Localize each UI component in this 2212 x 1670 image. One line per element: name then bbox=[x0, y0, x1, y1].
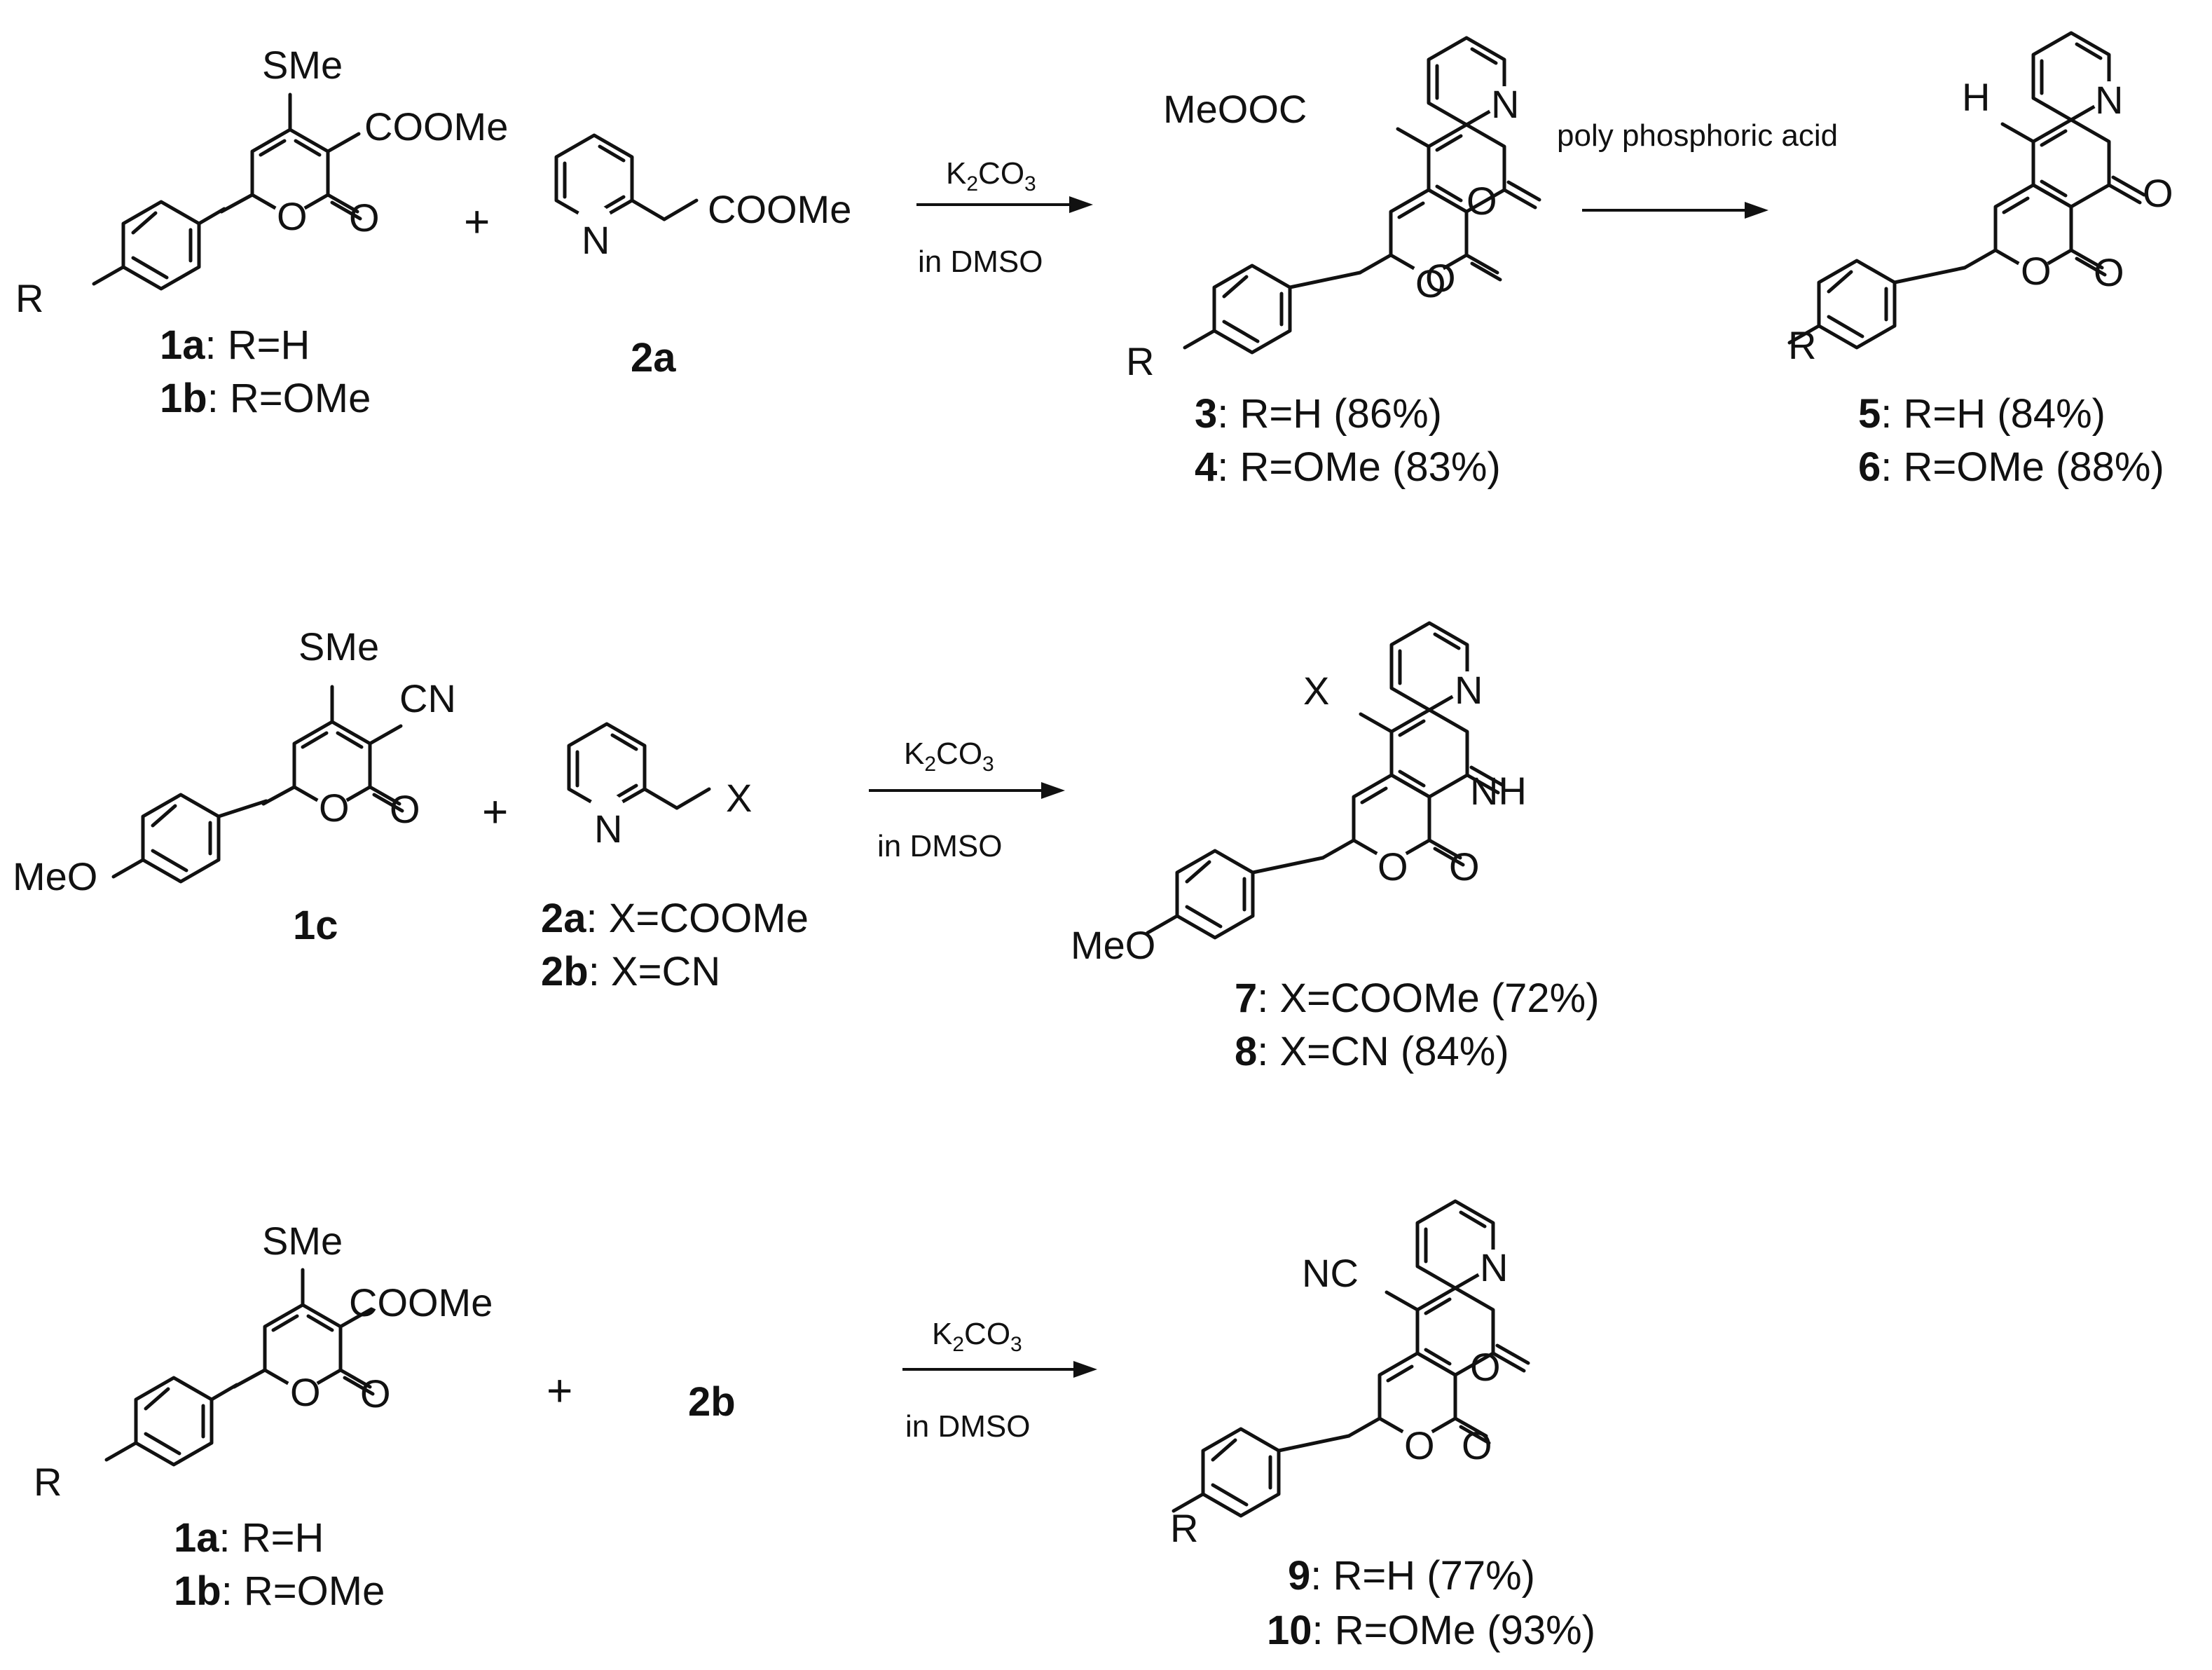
atom-n: N bbox=[2095, 78, 2123, 122]
plus-sign: + bbox=[464, 196, 490, 247]
atom-meo: MeO bbox=[1071, 923, 1155, 967]
atom-carbonyl-o: O bbox=[1425, 256, 1456, 300]
atom-r: R bbox=[15, 276, 43, 320]
compound-7-8-structure: X N NH O O MeO bbox=[1071, 623, 1527, 967]
arrow-3: K2CO3 in DMSO bbox=[869, 737, 1065, 863]
label-3: 3: R=H (86%) bbox=[1195, 391, 1442, 437]
compound-3-4-structure: MeOOC N O O O R bbox=[1126, 38, 1539, 383]
atom-o: O bbox=[2143, 171, 2173, 215]
atom-o: O bbox=[1470, 1345, 1501, 1389]
solvent-dmso: in DMSO bbox=[905, 1409, 1030, 1444]
atom-n: N bbox=[1455, 668, 1483, 712]
label-9: 9: R=H (77%) bbox=[1288, 1553, 1535, 1599]
atom-ring-o: O bbox=[2021, 249, 2052, 293]
reagent-k2co3: K2CO3 bbox=[904, 737, 994, 776]
label-2a: 2a bbox=[631, 335, 676, 381]
atom-r: R bbox=[1788, 323, 1816, 367]
label-6: 6: R=OMe (88%) bbox=[1858, 444, 2164, 490]
atom-r: R bbox=[1126, 339, 1154, 383]
atom-sme: SMe bbox=[262, 43, 343, 87]
atom-nh: NH bbox=[1470, 769, 1527, 813]
label-10: 10: R=OMe (93%) bbox=[1267, 1608, 1595, 1653]
atom-sme: SMe bbox=[298, 624, 379, 669]
label-4: 4: R=OMe (83%) bbox=[1195, 444, 1501, 490]
atom-r: R bbox=[1170, 1506, 1198, 1550]
atom-r: R bbox=[34, 1460, 62, 1504]
compound-1c-structure: SMe CN O O MeO bbox=[13, 624, 456, 898]
atom-nc: NC bbox=[1302, 1251, 1359, 1295]
atom-carbonyl-o: O bbox=[1449, 844, 1480, 889]
compound-9-10-structure: NC N O O O R bbox=[1170, 1201, 1528, 1550]
label-2b: 2b bbox=[688, 1379, 736, 1425]
label-2b: 2b: X=CN bbox=[541, 949, 720, 994]
label-1b: 1b: R=OMe bbox=[160, 376, 371, 421]
label-1b: 1b: R=OMe bbox=[174, 1568, 385, 1614]
atom-carbonyl-o: O bbox=[349, 196, 380, 240]
compound-1ab-structure: SMe COOMe O O R bbox=[15, 43, 508, 320]
compound-2a-structure: N COOMe bbox=[556, 135, 851, 262]
atom-ring-o: O bbox=[277, 194, 308, 238]
atom-ring-o: O bbox=[1415, 261, 1446, 306]
label-2a: 2a: X=COOMe bbox=[541, 896, 809, 941]
solvent-dmso: in DMSO bbox=[918, 245, 1043, 279]
atom-cn: CN bbox=[399, 676, 456, 720]
atom-pyridine-n: N bbox=[594, 807, 622, 851]
atom-pyridine-n: N bbox=[582, 218, 610, 262]
atom-ring-o: O bbox=[1378, 844, 1408, 889]
reagent-k2co3: K2CO3 bbox=[946, 156, 1036, 196]
label-1a: 1a: R=H bbox=[160, 322, 310, 368]
label-1c: 1c bbox=[293, 903, 338, 948]
plus-sign: + bbox=[547, 1365, 572, 1416]
atom-ring-o: O bbox=[319, 786, 350, 830]
atom-n: N bbox=[1491, 82, 1519, 126]
label-7: 7: X=COOMe (72%) bbox=[1235, 976, 1600, 1021]
label-1a: 1a: R=H bbox=[174, 1515, 324, 1561]
atom-o: O bbox=[1466, 179, 1497, 223]
arrow-4: K2CO3 in DMSO bbox=[902, 1317, 1097, 1444]
arrow-1: K2CO3 in DMSO bbox=[916, 156, 1093, 279]
reagent-ppa: poly phosphoric acid bbox=[1557, 118, 1838, 153]
arrow-2: poly phosphoric acid bbox=[1557, 118, 1838, 219]
atom-ring-o: O bbox=[290, 1370, 321, 1414]
atom-coome: COOMe bbox=[708, 187, 851, 231]
compound-1ab-structure-row3: SMe COOMe O O R bbox=[34, 1219, 493, 1504]
atom-x: X bbox=[726, 776, 752, 820]
atom-carbonyl-o: O bbox=[1462, 1423, 1492, 1467]
atom-carbonyl-o: O bbox=[2094, 250, 2124, 294]
compound-5-6-structure: H N O O O R bbox=[1788, 33, 2173, 367]
atom-x: X bbox=[1303, 669, 1329, 713]
atom-ring-o: O bbox=[1404, 1423, 1435, 1467]
atom-meo: MeO bbox=[13, 854, 97, 898]
compound-2ab-structure: N X bbox=[569, 724, 752, 851]
reagent-k2co3: K2CO3 bbox=[932, 1317, 1022, 1356]
atom-n: N bbox=[1480, 1245, 1508, 1289]
atom-h: H bbox=[1962, 75, 1990, 119]
label-5: 5: R=H (84%) bbox=[1858, 391, 2105, 437]
label-8: 8: X=CN (84%) bbox=[1235, 1029, 1509, 1074]
atom-meooc: MeOOC bbox=[1163, 87, 1307, 131]
atom-sme: SMe bbox=[262, 1219, 343, 1263]
plus-sign: + bbox=[482, 786, 508, 837]
atom-coome: COOMe bbox=[349, 1280, 493, 1325]
atom-coome: COOMe bbox=[364, 104, 508, 149]
atom-carbonyl-o: O bbox=[360, 1371, 391, 1416]
solvent-dmso: in DMSO bbox=[877, 829, 1002, 863]
atom-carbonyl-o: O bbox=[390, 787, 420, 831]
